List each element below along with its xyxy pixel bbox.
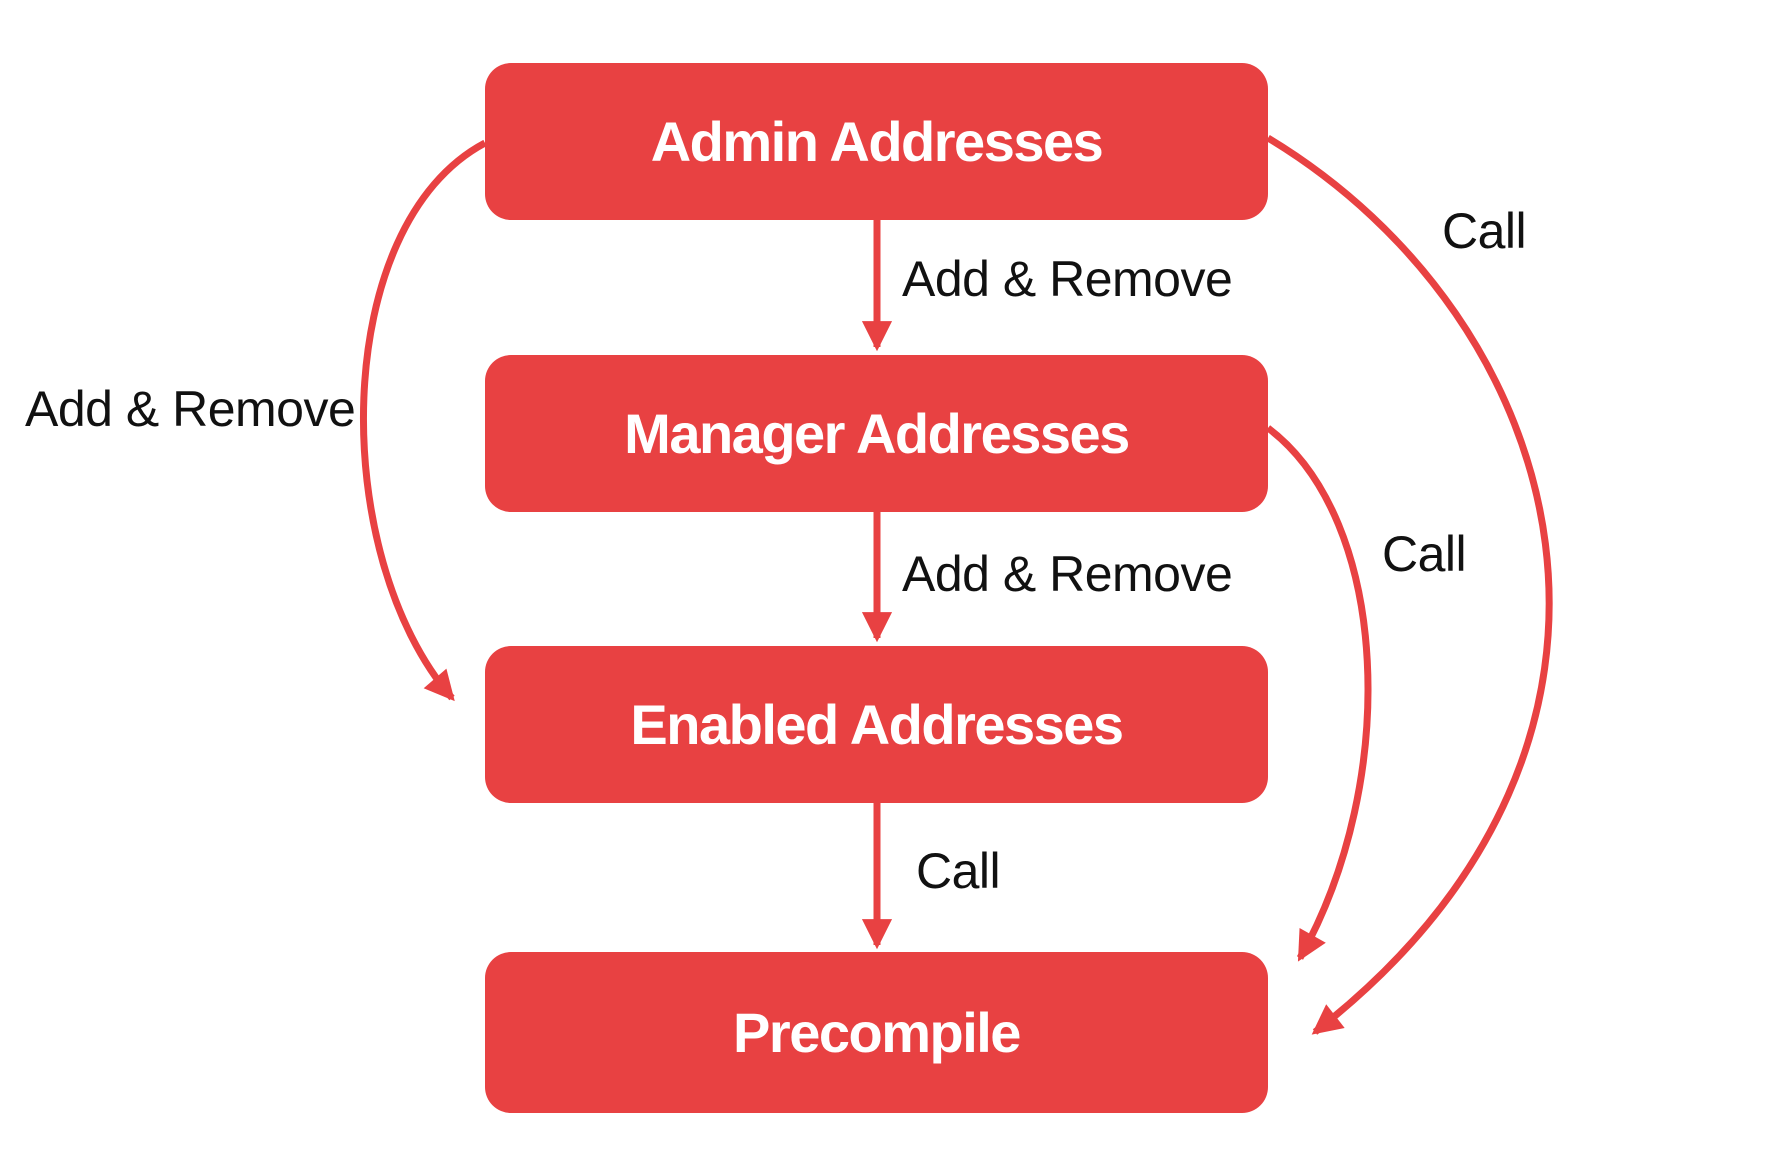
- node-enabled-addresses: Enabled Addresses: [485, 646, 1268, 803]
- node-label: Enabled Addresses: [630, 693, 1124, 756]
- edge-label-admin-precompile: Call: [1442, 203, 1527, 259]
- edge-label-manager-enabled: Add & Remove: [902, 546, 1233, 602]
- node-admin-addresses: Admin Addresses: [485, 63, 1268, 220]
- edge-manager-to-precompile-curve: [1265, 425, 1372, 962]
- node-label: Admin Addresses: [650, 110, 1104, 173]
- edge-label-manager-precompile: Call: [1382, 526, 1467, 582]
- edge-label-admin-enabled: Add & Remove: [25, 381, 356, 437]
- edge-label-enabled-precompile: Call: [916, 843, 1001, 899]
- node-manager-addresses: Manager Addresses: [485, 355, 1268, 512]
- edge-admin-to-precompile-curve: [1266, 135, 1553, 1035]
- edge-admin-to-enabled-curve: [360, 139, 487, 702]
- node-label: Precompile: [733, 1001, 1021, 1064]
- node-label: Manager Addresses: [624, 402, 1130, 465]
- edge-label-admin-manager: Add & Remove: [902, 251, 1233, 307]
- node-precompile: Precompile: [485, 952, 1268, 1113]
